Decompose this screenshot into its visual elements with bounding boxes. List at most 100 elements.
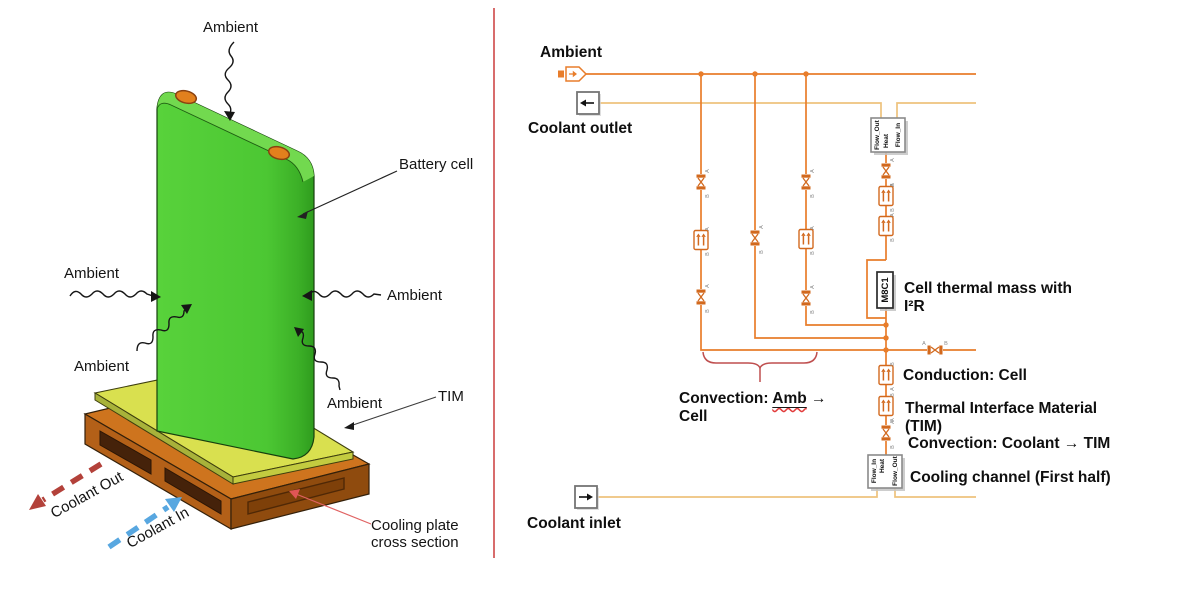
port-label: A [810, 226, 816, 230]
convective-element[interactable] [695, 173, 707, 191]
port-label: B [705, 252, 711, 256]
annotation-arrows [289, 170, 437, 525]
conductive-element[interactable] [878, 185, 894, 207]
cooling-channel-label: Cooling channel (First half) [910, 469, 1111, 486]
battery-terminal [267, 145, 291, 161]
ambient-node-label: Ambient [540, 44, 602, 61]
port-label: B [890, 238, 896, 242]
coolant-inlet-port[interactable] [574, 485, 599, 510]
thermal-schematic: Flow_Out Heat Flow_In M8C1 Flow_In Heat … [558, 66, 976, 510]
cell-thermal-mass-label: Cell thermal mass with I²R [904, 280, 1072, 315]
squiggle-lower-left [136, 307, 188, 352]
convective-element[interactable] [880, 162, 892, 180]
cell-thermal-mass-block[interactable]: M8C1 [876, 271, 896, 311]
port-label: B [759, 250, 765, 254]
port-label: A [890, 213, 896, 217]
heat-squiggle-arrows [69, 41, 382, 391]
conductive-element[interactable] [693, 229, 709, 251]
block-port-label: Flow_Out [874, 119, 881, 149]
coolant-outlet-label: Coolant outlet [528, 120, 633, 137]
port-label: B [890, 445, 896, 449]
coolant-inlet-label: Coolant inlet [527, 515, 621, 532]
port-label: B [810, 251, 816, 255]
convective-element[interactable] [749, 229, 761, 247]
block-port-label: Flow_Out [892, 455, 899, 485]
port-label: B [810, 310, 816, 314]
block-port-label: Heat [879, 458, 886, 473]
ambient-lower-left-label: Ambient [74, 358, 130, 375]
ambient-lower-right-label: Ambient [327, 395, 383, 412]
convective-element[interactable] [880, 424, 892, 442]
battery-cell-3d [156, 89, 315, 460]
cooling-plate-caption: Cooling plate cross section [371, 517, 459, 551]
port-label: B [890, 362, 896, 366]
convective-element[interactable] [695, 288, 707, 306]
coolant-out-arrowhead [29, 494, 46, 510]
port-label: A [810, 169, 816, 173]
port-label: A [705, 169, 711, 173]
port-label: A [890, 420, 896, 424]
conductive-element[interactable] [798, 228, 814, 250]
amb-underlined-word: Amb [772, 390, 807, 407]
port-label: B [890, 208, 896, 212]
coolant-channel-slot [164, 467, 222, 515]
left-arrow-icon [580, 99, 594, 107]
port-label: A [705, 227, 711, 231]
port-label: A [759, 225, 765, 229]
convective-element[interactable] [800, 289, 812, 307]
port-label: A [890, 387, 896, 391]
port-label: B [890, 393, 896, 397]
squiggle-left [69, 290, 154, 298]
conductive-element[interactable] [878, 364, 894, 386]
battery-3d-illustration [29, 41, 437, 550]
coolant-in-arrowhead [165, 497, 182, 512]
block-port-label: Heat [883, 133, 890, 148]
port-label: B [890, 183, 896, 187]
port-label: B [705, 309, 711, 313]
port-label: B [705, 194, 711, 198]
coolant-in-arrow [107, 504, 170, 550]
coolant-flow-arrows [29, 461, 182, 550]
conductive-element[interactable] [878, 215, 894, 237]
port-label: A [810, 285, 816, 289]
right-arrow-icon [579, 493, 593, 501]
port-label: B [810, 194, 816, 198]
port-label: A [705, 284, 711, 288]
tim-label: TIM [438, 388, 464, 405]
port-label: A [922, 341, 926, 347]
convective-element[interactable] [926, 344, 944, 356]
conductive-element[interactable] [878, 395, 894, 417]
squiggle-arrowheads [151, 111, 312, 337]
convective-element[interactable] [800, 173, 812, 191]
squiggle-right [307, 290, 382, 298]
thermal-source-icon [569, 70, 577, 78]
coolant-out-arrow [41, 461, 103, 503]
ambient-port[interactable] [558, 66, 588, 82]
cooling-channel-block-top[interactable]: Flow_Out Heat Flow_In [870, 117, 908, 155]
conduction-cell-label: Conduction: Cell [903, 367, 1027, 384]
port-label: B [944, 341, 948, 347]
cooling-channel-block-bottom[interactable]: Flow_In Heat Flow_Out [867, 454, 905, 491]
battery-terminal [174, 89, 198, 105]
squiggle-top [224, 41, 235, 116]
coolant-channel-slot [99, 430, 152, 475]
port-label: A [890, 183, 896, 187]
coolant-outlet-port[interactable] [576, 91, 601, 116]
ambient-left-label: Ambient [64, 265, 120, 282]
block-port-label: Flow_In [895, 123, 902, 147]
ambient-right-label: Ambient [387, 287, 443, 304]
convection-brace [702, 351, 818, 382]
squiggle-lower-right [296, 330, 341, 391]
port-label: A [890, 418, 896, 422]
ambient-top-label: Ambient [203, 19, 259, 36]
convection-coolant-tim-label: Convection: Coolant → TIM [908, 435, 1111, 452]
port-label: A [890, 158, 896, 162]
junction-dots [698, 71, 889, 353]
tim-block-label: Thermal Interface Material (TIM) [905, 400, 1098, 435]
battery-cell-label: Battery cell [399, 156, 474, 173]
block-name-label: M8C1 [880, 277, 891, 303]
block-port-label: Flow_In [871, 459, 878, 483]
